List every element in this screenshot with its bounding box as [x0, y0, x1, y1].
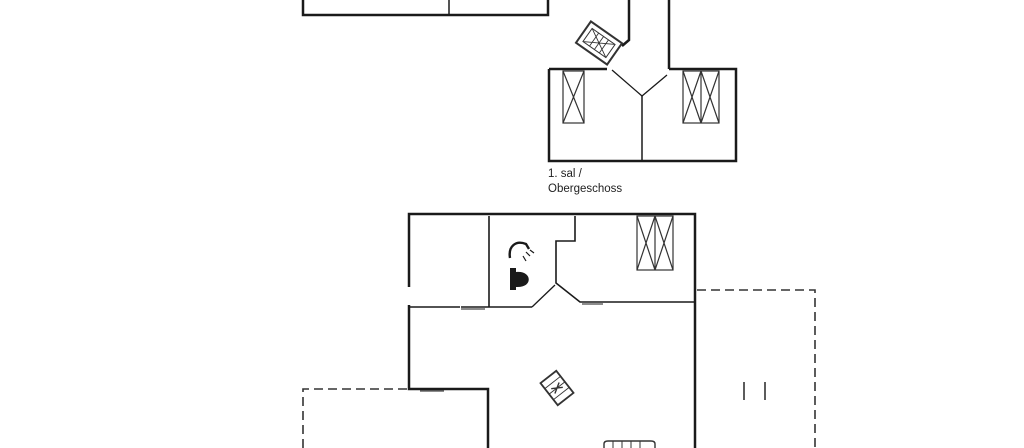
toilet-icon — [510, 268, 529, 290]
bed-icon — [636, 215, 674, 271]
hall-left-wall — [621, 0, 631, 47]
step-marks — [743, 382, 766, 400]
ground-floor — [407, 212, 697, 448]
bath-door — [531, 284, 556, 308]
floor-label-line2: Obergeschoss — [548, 183, 623, 195]
stair-icon — [574, 20, 624, 66]
ground-outline — [407, 212, 697, 448]
sofa-icon — [603, 440, 656, 448]
stove-icon — [539, 369, 575, 407]
terrace-right — [697, 289, 816, 448]
bathroom-walls — [461, 216, 532, 308]
bedrooms-outline — [547, 67, 738, 163]
floor-label-line1: 1. sal / — [548, 168, 582, 180]
bedroom-doors — [611, 69, 668, 97]
upper-left-room-walls — [301, 0, 550, 17]
terrace-outlines — [302, 289, 816, 448]
upper-floor — [301, 0, 738, 163]
bed-icon — [562, 70, 585, 124]
utility-walls — [555, 216, 695, 303]
floor-label: 1. sal / Obergeschoss — [548, 167, 622, 197]
terrace-left — [302, 388, 407, 448]
shower-icon — [508, 241, 535, 262]
bed-icon — [682, 70, 720, 124]
